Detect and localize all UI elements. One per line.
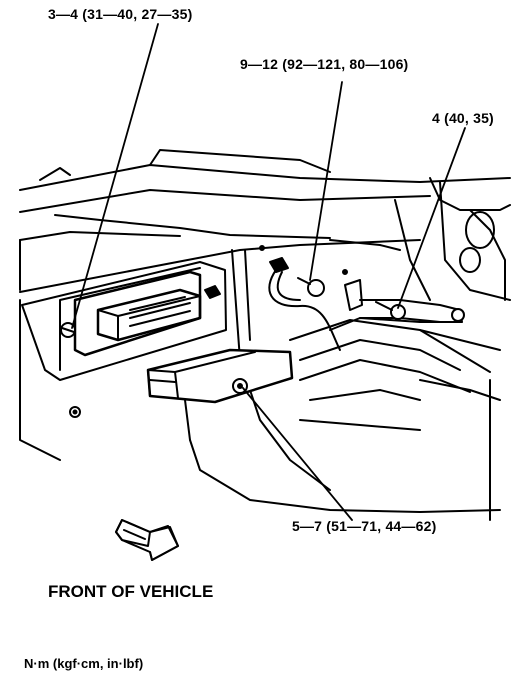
sensor-module (146, 348, 294, 404)
torque-label-module-screw: 3—4 (31—40, 27—35) (48, 6, 193, 22)
torque-label-bracket-bolt: 4 (40, 35) (432, 110, 494, 126)
dash-bracket (184, 249, 501, 521)
torque-label-sensor-bolt: 5—7 (51—71, 44—62) (292, 518, 437, 534)
left-panel (19, 261, 227, 461)
torque-label-ground-bolt: 9—12 (92—121, 80—106) (240, 56, 409, 72)
direction-caption: FRONT OF VEHICLE (48, 582, 214, 601)
units-note: N·m (kgf·cm, in·lbf) (24, 656, 144, 671)
control-module (96, 288, 202, 342)
arrow-front-icon (115, 519, 179, 561)
side-bracket (329, 279, 465, 331)
dashboard-structure (19, 149, 511, 301)
ground-wire (259, 245, 348, 351)
harness-duct (289, 319, 491, 401)
leader-lines (71, 23, 466, 521)
